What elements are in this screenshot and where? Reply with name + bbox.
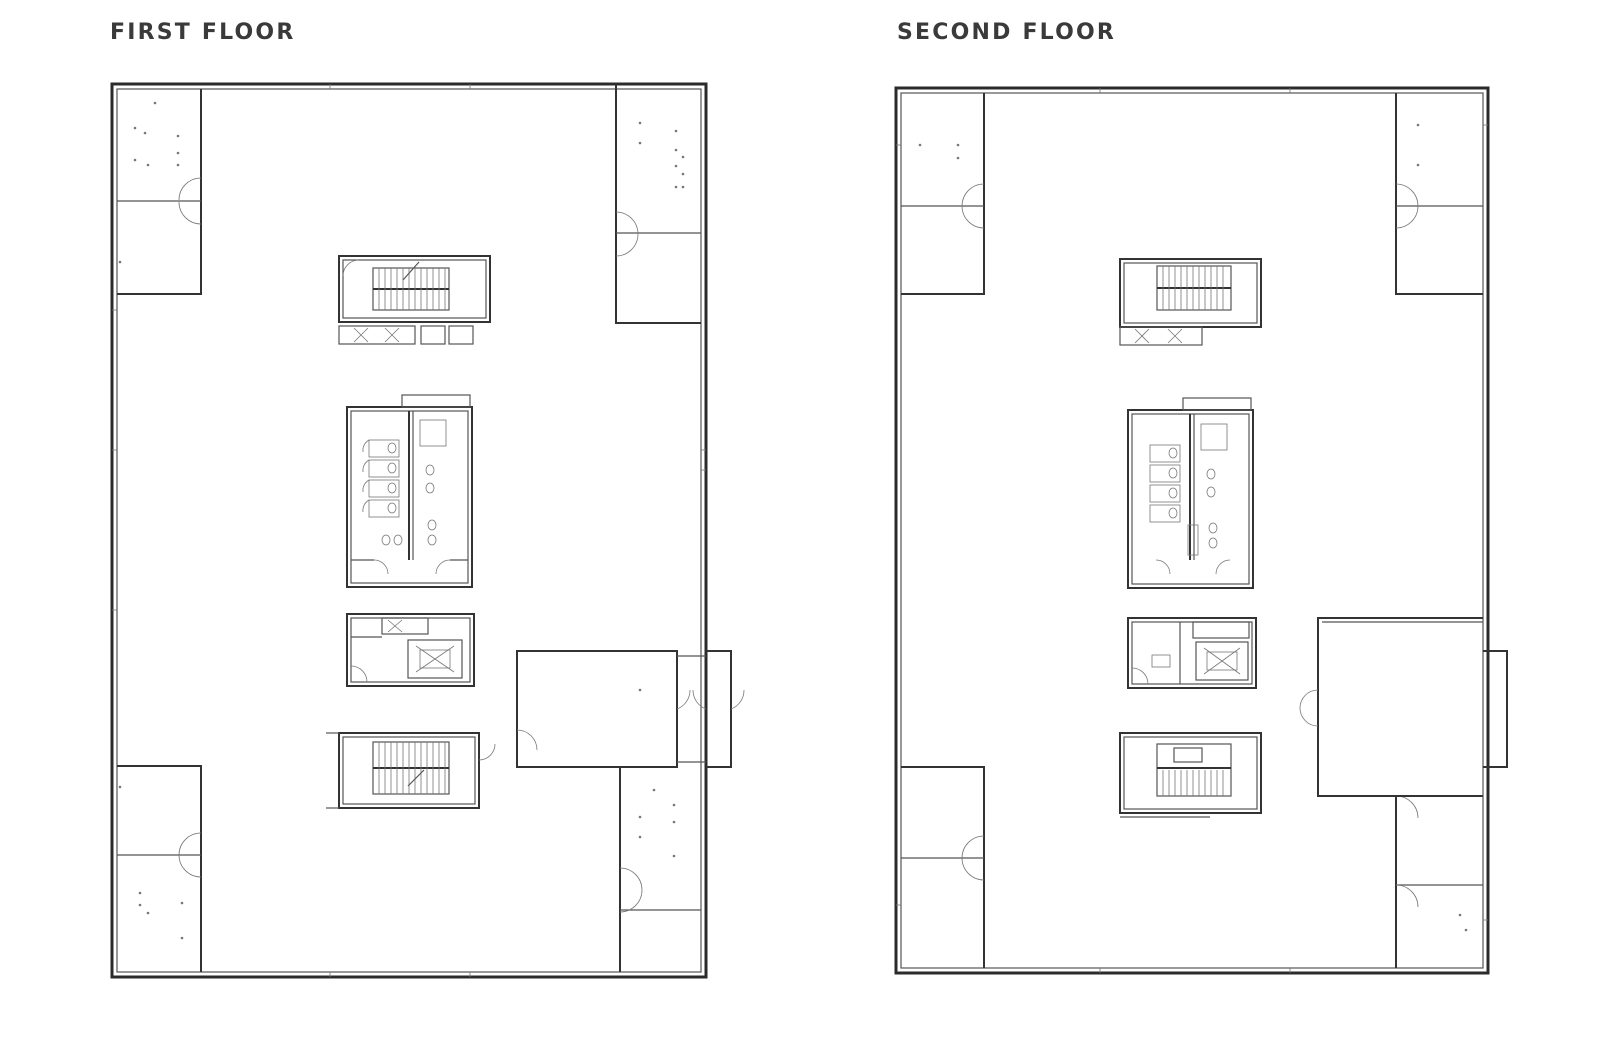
first-floor-outer-wall (110, 82, 708, 979)
second-floor-title: SECOND FLOOR (897, 20, 1117, 45)
second-floor-stair-south (1119, 732, 1262, 818)
first-floor-stair-north (338, 255, 491, 345)
first-floor-office-sw (117, 765, 202, 972)
second-floor-office-sw (901, 766, 985, 968)
second-floor-suite (1299, 617, 1483, 797)
first-floor-office-nw (117, 89, 202, 295)
first-floor-lobby (516, 650, 745, 768)
second-floor-window-marks (896, 88, 1488, 973)
first-floor-entry-vestibule (706, 650, 732, 768)
second-floor-office-nw (901, 93, 985, 295)
second-floor-outer-wall (894, 86, 1490, 975)
first-floor-office-ne (615, 84, 701, 324)
second-floor-elevator (1127, 617, 1257, 689)
first-floor-plan (110, 82, 745, 979)
second-floor-entry-bump (1483, 650, 1508, 768)
second-floor-office-ne (1395, 93, 1483, 295)
first-floor-window-marks (112, 84, 706, 977)
second-floor-plan (894, 86, 1508, 975)
first-floor-stair-south (326, 732, 496, 809)
second-floor-office-se (1395, 795, 1483, 968)
first-floor-elevator (346, 613, 475, 687)
first-floor-office-se (619, 767, 701, 972)
second-floor-stair-north (1119, 258, 1262, 346)
first-floor-title: FIRST FLOOR (110, 20, 296, 45)
second-floor-restrooms (1127, 397, 1254, 589)
first-floor-restrooms (346, 394, 473, 588)
